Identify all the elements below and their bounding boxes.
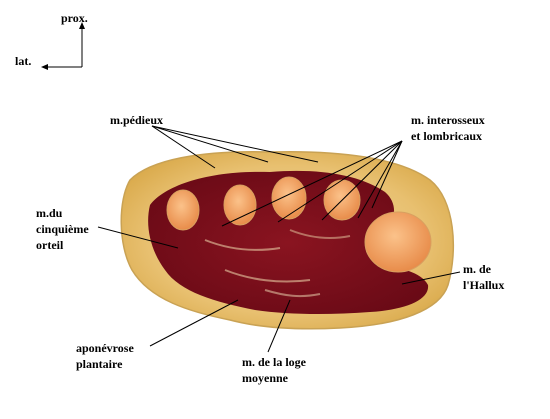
lat-arrowhead xyxy=(41,64,48,70)
label-cinquieme-orteil: m.du cinquième orteil xyxy=(36,206,89,252)
label-hallux: m. de l'Hallux xyxy=(463,262,505,292)
metatarsal-3 xyxy=(271,176,307,220)
label-loge-moyenne: m. de la loge moyenne xyxy=(242,355,306,385)
metatarsal-1 xyxy=(364,211,432,273)
label-pedieux: m.pédieux xyxy=(110,113,164,127)
label-interosseux: m. interosseux et lombricaux xyxy=(411,113,485,143)
leader-lines xyxy=(97,125,461,353)
prox-arrowhead xyxy=(79,22,85,29)
metatarsal-5 xyxy=(166,189,200,231)
label-aponevrose: aponévrose plantaire xyxy=(76,341,134,371)
orientation-axes xyxy=(44,26,83,68)
lat-label: lat. xyxy=(15,54,32,68)
prox-label: prox. xyxy=(61,11,88,25)
metatarsal-4 xyxy=(223,184,257,226)
